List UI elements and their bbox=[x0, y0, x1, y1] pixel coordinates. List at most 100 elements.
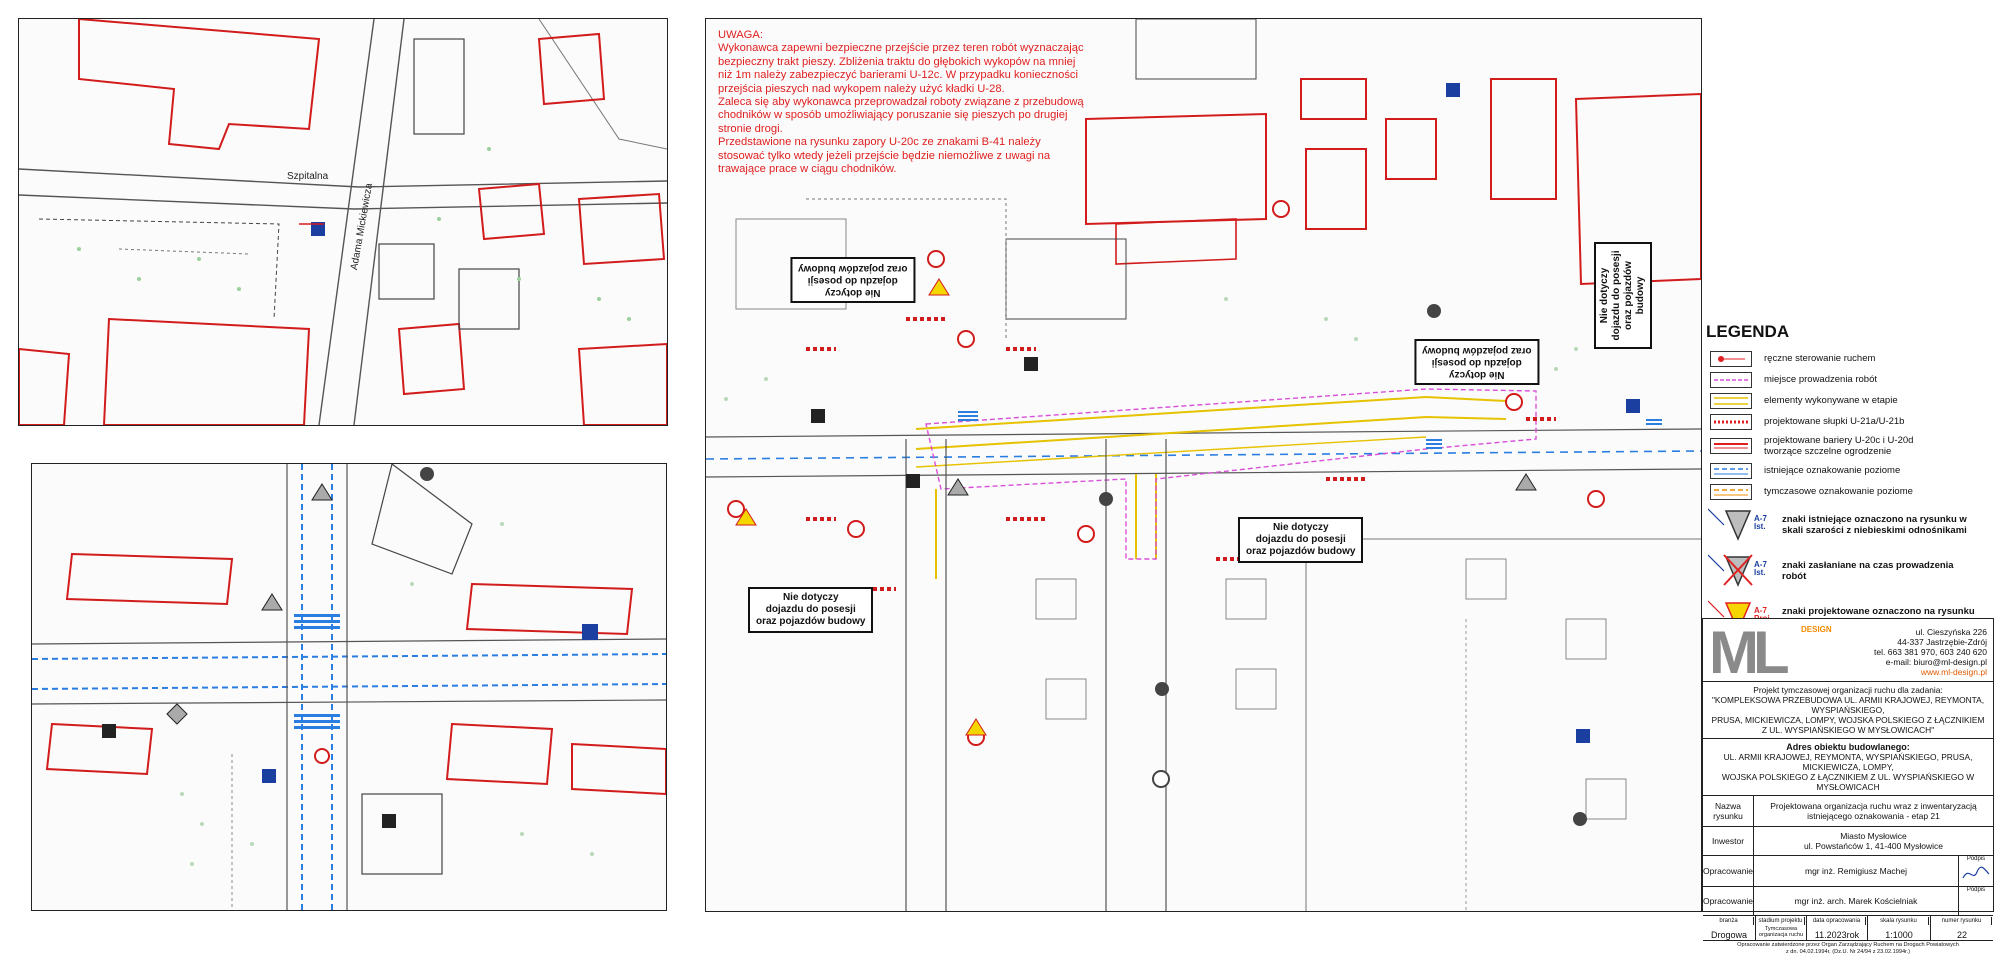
legend-item-barriers: projektowane bariery U-20c i U-20d tworz… bbox=[1704, 432, 1992, 460]
legend-label: znaki istniejące oznaczono na rysunku w … bbox=[1782, 514, 1967, 536]
legend-sign-existing: A-7 Ist. znaki istniejące oznaczono na r… bbox=[1704, 502, 1992, 548]
legend-label: tymczasowe oznakowanie poziome bbox=[1764, 486, 1913, 497]
note-line: niż 1m należy zabezpieczyć barierami U-1… bbox=[718, 69, 1079, 82]
legend-item-manual-control: ręczne sterowanie ruchem bbox=[1704, 348, 1992, 369]
street-label-szpitalna: Szpitalna bbox=[287, 171, 329, 182]
title-block-header: ML DESIGN ul. Cieszyńska 226 44-337 Jast… bbox=[1703, 619, 1993, 683]
legend-label: znaki zasłaniane na czas prowadzenia rob… bbox=[1782, 560, 1954, 582]
signature-2: Podpis bbox=[1958, 887, 1993, 915]
legend-item-temp-marking: tymczasowe oznakowanie poziome bbox=[1704, 481, 1992, 502]
meta-head: numer rysunku bbox=[1932, 917, 1992, 925]
company-address: ul. Cieszyńska 226 44-337 Jastrzębie-Zdr… bbox=[1874, 627, 1987, 677]
author-value: mgr inż. Remigiusz Machej bbox=[1804, 866, 1908, 876]
note-line: trawające prace w ciągu chodników. bbox=[718, 163, 897, 176]
company-logo-design: DESIGN bbox=[1801, 625, 1832, 634]
callout-line: Nie dotyczy bbox=[1272, 522, 1329, 533]
investor-key: Inwestor bbox=[1703, 827, 1754, 855]
meta-cell-number: numer rysunku 22 bbox=[1931, 916, 1993, 940]
callout-no-access-4: Nie dotyczy dojazdu do posesji oraz poja… bbox=[1414, 339, 1540, 385]
callout-line: oraz pojazdów budowy bbox=[1422, 345, 1532, 356]
project-intro: Projekt tymczasowej organizacji ruchu dl… bbox=[1753, 685, 1943, 695]
meta-head: data opracowania bbox=[1808, 917, 1866, 925]
callout-no-access-2: Nie dotyczy dojazdu do posesji oraz poja… bbox=[748, 587, 874, 633]
meta-value: 11.2023rok bbox=[1814, 930, 1860, 940]
legend-item-existing-marking: istniejące oznakowanie poziome bbox=[1704, 460, 1992, 481]
legend-item-posts: projektowane słupki U-21a/U-21b bbox=[1704, 411, 1992, 432]
drawing-name-row: Nazwa rysunku Projektowana organizacja r… bbox=[1703, 796, 1993, 827]
callout-line: Nie dotyczy bbox=[782, 592, 839, 603]
legend-symbol-existing-marking bbox=[1710, 462, 1752, 479]
meta-head: stadium projektu bbox=[1757, 917, 1805, 925]
signature-1: Podpis bbox=[1958, 856, 1993, 886]
main-site-plan: UWAGA: Wykonawca zapewni bezpieczne prze… bbox=[705, 18, 1702, 912]
address-line: WOJSKA POLSKIEGO Z ŁĄCZNIKIEM Z UL. WYSP… bbox=[1721, 772, 1975, 792]
investor-line: Miasto Mysłowice bbox=[1840, 831, 1907, 841]
meta-cell-branch: branża Drogowa bbox=[1703, 916, 1756, 940]
project-line: Z UL. WYSPIAŃSKIEGO W MYSŁOWICACH" bbox=[1761, 725, 1935, 735]
legend-label: elementy wykonywane w etapie bbox=[1764, 395, 1898, 406]
legend-symbol-manual-control bbox=[1710, 350, 1752, 367]
main-plan-drawing bbox=[706, 19, 1701, 911]
callout-line: oraz pojazdów budowy bbox=[756, 616, 866, 627]
note-line: chodników w sposób umożliwiający porusza… bbox=[718, 109, 1068, 122]
company-line: 44-337 Jastrzębie-Zdrój bbox=[1897, 637, 1987, 647]
callout-line: dojazdu do posesji bbox=[765, 604, 856, 615]
company-website: www.ml-design.pl bbox=[1920, 667, 1987, 677]
legend-sign-tag: Ist. bbox=[1754, 568, 1766, 577]
legend-item-stage-elements: elementy wykonywane w etapie bbox=[1704, 390, 1992, 411]
note-line: Zaleca się aby wykonawca przeprowadzał r… bbox=[718, 96, 1084, 109]
legend-sign-tag: Ist. bbox=[1754, 522, 1766, 531]
meta-head: branża bbox=[1704, 917, 1754, 925]
callout-line: Nie dotyczy bbox=[1448, 369, 1505, 380]
inset-top-drawing bbox=[19, 19, 667, 425]
legend-sign-code: A-7 bbox=[1754, 514, 1767, 523]
company-email: e-mail: biuro@ml-design.pl bbox=[1885, 657, 1987, 667]
drawing-metadata: branża Drogowa stadium projektu Tymczaso… bbox=[1703, 916, 1993, 941]
legend-title: LEGENDA bbox=[1706, 322, 1790, 341]
title-block: ML DESIGN ul. Cieszyńska 226 44-337 Jast… bbox=[1702, 618, 1994, 955]
site-address: Adres obiektu budowlanego: UL. ARMII KRA… bbox=[1703, 739, 1993, 796]
signature-label: Podpis bbox=[1966, 856, 1986, 862]
project-line: PRUSA, MICKIEWICZA, LOMPY, WOJSKA POLSKI… bbox=[1711, 715, 1985, 725]
legend-symbol-posts bbox=[1710, 413, 1752, 430]
company-line: tel. 663 381 970, 603 240 620 bbox=[1874, 647, 1987, 657]
author-row-2: Opracowanie mgr inż. arch. Marek Kościel… bbox=[1703, 887, 1993, 916]
note-line: przejścia pieszych nad wykopem należy uż… bbox=[718, 82, 1005, 95]
approval-line: Opracowanie zatwierdzone przez Organ Zar… bbox=[1737, 942, 1959, 948]
callout-line: Nie dotyczy bbox=[1599, 267, 1610, 324]
warning-triangle-crossed-icon: A-7 Ist. bbox=[1707, 551, 1770, 591]
investor-value: Miasto Mysłowice ul. Powstańców 1, 41-40… bbox=[1754, 827, 1993, 855]
callout-no-access-3: Nie dotyczy dojazdu do posesji oraz poja… bbox=[1238, 517, 1364, 563]
address-line: UL. ARMII KRAJOWEJ, REYMONTA, WYSPIAŃSKI… bbox=[1723, 752, 1973, 772]
legend-label: istniejące oznakowanie poziome bbox=[1764, 465, 1901, 476]
legend-sign-code: A-7 bbox=[1754, 606, 1767, 615]
callout-line: dojazdu do posesji bbox=[1611, 250, 1622, 341]
project-line: "KOMPLEKSOWA PRZEBUDOWA UL. ARMII KRAJOW… bbox=[1711, 695, 1985, 715]
callout-line: Nie dotyczy bbox=[824, 287, 881, 298]
legend-label: projektowane bariery U-20c i U-20d tworz… bbox=[1764, 435, 1914, 457]
note-line: bezpieczny trakt pieszy. Zbliżenia trakt… bbox=[718, 55, 1076, 68]
legend-symbol-work-area bbox=[1710, 371, 1752, 388]
project-name: Projekt tymczasowej organizacji ruchu dl… bbox=[1703, 682, 1993, 739]
callout-line: dojazdu do posesji bbox=[1255, 534, 1346, 545]
callout-no-access-1: Nie dotyczy dojazdu do posesji oraz poja… bbox=[790, 257, 916, 303]
signature-scribble-icon bbox=[1962, 866, 1990, 879]
company-line: ul. Cieszyńska 226 bbox=[1915, 627, 1987, 637]
legend-sign-code: A-7 bbox=[1754, 560, 1767, 569]
callout-line: dojazdu do posesji bbox=[1431, 357, 1522, 368]
drawing-name-line: istniejącego oznakowania - etap 21 bbox=[1807, 811, 1940, 821]
legend-sign-covered: A-7 Ist. znaki zasłaniane na czas prowad… bbox=[1704, 548, 1992, 594]
note-line: Wykonawca zapewni bezpieczne przejście p… bbox=[718, 42, 1084, 55]
inset-map-bottom bbox=[31, 463, 667, 911]
note-line: UWAGA: bbox=[718, 29, 763, 41]
callout-line: oraz pojazdów budowy bbox=[798, 263, 908, 274]
meta-cell-date: data opracowania 11.2023rok bbox=[1807, 916, 1868, 940]
legend-label: ręczne sterowanie ruchem bbox=[1764, 353, 1876, 364]
warning-note: UWAGA: Wykonawca zapewni bezpieczne prze… bbox=[718, 29, 1098, 176]
legend: LEGENDA ręczne sterowanie ruchem miejsce… bbox=[1704, 322, 1992, 633]
signature-label: Podpis bbox=[1966, 887, 1986, 893]
drawing-name-value: Projektowana organizacja ruchu wraz z in… bbox=[1754, 796, 1993, 826]
legend-item-work-area: miejsce prowadzenia robót bbox=[1704, 369, 1992, 390]
callout-no-access-5: Nie dotyczy dojazdu do posesji oraz poja… bbox=[1594, 242, 1652, 349]
approval-note: Opracowanie zatwierdzone przez Organ Zar… bbox=[1703, 941, 1993, 957]
